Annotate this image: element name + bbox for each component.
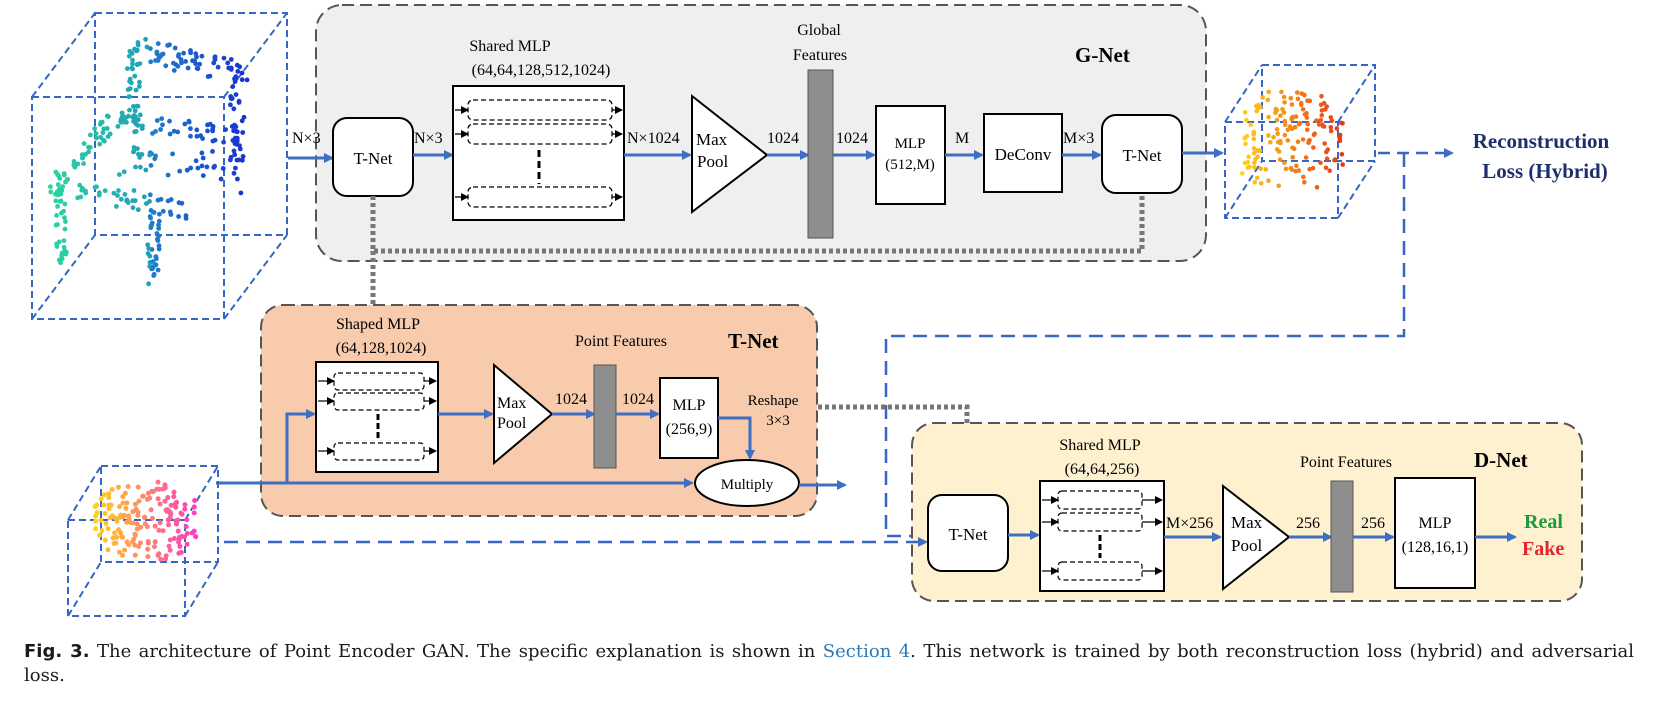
- dnet-dim-c: 256: [1361, 515, 1385, 532]
- gnet-deconv-label: DeConv: [995, 145, 1052, 164]
- dim-after-mlp: N×1024: [627, 130, 680, 147]
- dnet-feature-bar: [1330, 480, 1354, 593]
- global-features-bar: [807, 69, 834, 239]
- dim-after-deconv: M×3: [1063, 130, 1094, 147]
- dnet-fake-label: Fake: [1522, 538, 1564, 560]
- gnet-mlp-box: [875, 105, 946, 205]
- dnet-mlp-line2: (128,16,1): [1402, 539, 1469, 556]
- gnet-title: G-Net: [1075, 43, 1130, 67]
- dnet-title: D-Net: [1474, 448, 1528, 472]
- dnet-dim-b: 256: [1296, 515, 1320, 532]
- dnet-mlp-params: (64,64,256): [1065, 461, 1140, 478]
- tnet-input-branch: [216, 409, 316, 485]
- generated-to-dnet-route: [884, 153, 1406, 538]
- tnet-feature-bar: [593, 364, 617, 469]
- tnet-reshape-arrow: [718, 416, 755, 460]
- dnet-mlp-box: [1394, 477, 1476, 589]
- loss-line1: Reconstruction: [1473, 129, 1610, 153]
- dnet-point-features: Point Features: [1300, 454, 1392, 471]
- dim-after-global: 1024: [836, 130, 868, 147]
- tnet-multiply: [694, 459, 800, 507]
- tnet-maxpool-line1: Max: [497, 395, 526, 412]
- tnet-reshape-line2: 3×3: [766, 413, 789, 429]
- loss-line2: Loss (Hybrid): [1482, 159, 1607, 183]
- tnet-mlp-box: [659, 377, 719, 459]
- tnet-maxpool-line2: Pool: [497, 415, 527, 432]
- dnet-mlp-block: [1039, 480, 1165, 592]
- gnet-tnet-out-label: T-Net: [1122, 146, 1161, 165]
- gnet-maxpool: [691, 93, 769, 215]
- gnet-maxpool-line1: Max: [696, 130, 728, 149]
- gnet-maxpool-line2: Pool: [697, 152, 728, 171]
- gnet-mlp-line1: MLP: [895, 136, 926, 152]
- gnet-shared-mlp-title: Shared MLP: [469, 38, 550, 55]
- tnet-reshape-line1: Reshape: [748, 393, 799, 409]
- diagram-canvas: G-Net N×3 T-Net N×3 Shared MLP (64,64,12…: [31, 4, 1610, 617]
- tnet-mlp-params: (64,128,1024): [336, 340, 427, 357]
- tnet-maxpool: [493, 362, 554, 466]
- tnet-dim-a: 1024: [555, 391, 587, 408]
- dnet-tnet: [927, 494, 1009, 572]
- real-point-cloud: [67, 465, 219, 617]
- dnet-real-label: Real: [1524, 511, 1563, 533]
- dnet-maxpool-line2: Pool: [1231, 536, 1262, 555]
- dnet-tnet-label: T-Net: [948, 525, 987, 544]
- gnet-mlp-line2: (512,M): [885, 157, 935, 173]
- caption-text-b: . This network is trained by both recons…: [24, 641, 1634, 686]
- dnet-maxpool: [1222, 483, 1291, 592]
- dnet-maxpool-line1: Max: [1231, 513, 1263, 532]
- tnet-mlp-block: [315, 361, 439, 473]
- tnet-dim-b: 1024: [622, 391, 654, 408]
- caption-text-a: The architecture of Point Encoder GAN. T…: [96, 641, 816, 662]
- gnet-deconv-box: [983, 113, 1063, 193]
- tnet-mlp-line1: MLP: [673, 397, 706, 414]
- dim-after-fc: M: [955, 130, 969, 147]
- dnet-mlp-title: Shared MLP: [1059, 437, 1140, 454]
- global-features-line2: Features: [793, 47, 847, 64]
- tnet-mlp-line2: (256,9): [666, 421, 713, 438]
- input-point-cloud: [31, 12, 288, 320]
- tnet-mlp-title: Shaped MLP: [336, 316, 420, 333]
- figure-caption: Fig. 3. The architecture of Point Encode…: [24, 640, 1634, 688]
- caption-fig-label: Fig. 3.: [24, 641, 90, 662]
- dim-input: N×3: [292, 130, 321, 147]
- gnet-tnet-in-label: T-Net: [353, 149, 392, 168]
- tnet-point-features: Point Features: [575, 333, 667, 350]
- dim-after-tnet: N×3: [414, 130, 443, 147]
- output-point-cloud: [1224, 64, 1376, 219]
- tnet-multiply-label: Multiply: [721, 477, 774, 493]
- tnet-detail-title: T-Net: [728, 329, 779, 353]
- caption-section-link[interactable]: Section 4: [822, 641, 911, 662]
- gnet-shared-mlp-block: [452, 85, 625, 221]
- gnet-shared-mlp-params: (64,64,128,512,1024): [472, 62, 611, 79]
- global-features-line1: Global: [797, 22, 841, 39]
- dnet-mlp-line1: MLP: [1419, 515, 1452, 532]
- dim-after-pool: 1024: [767, 130, 799, 147]
- dnet-dim-a: M×256: [1166, 515, 1213, 532]
